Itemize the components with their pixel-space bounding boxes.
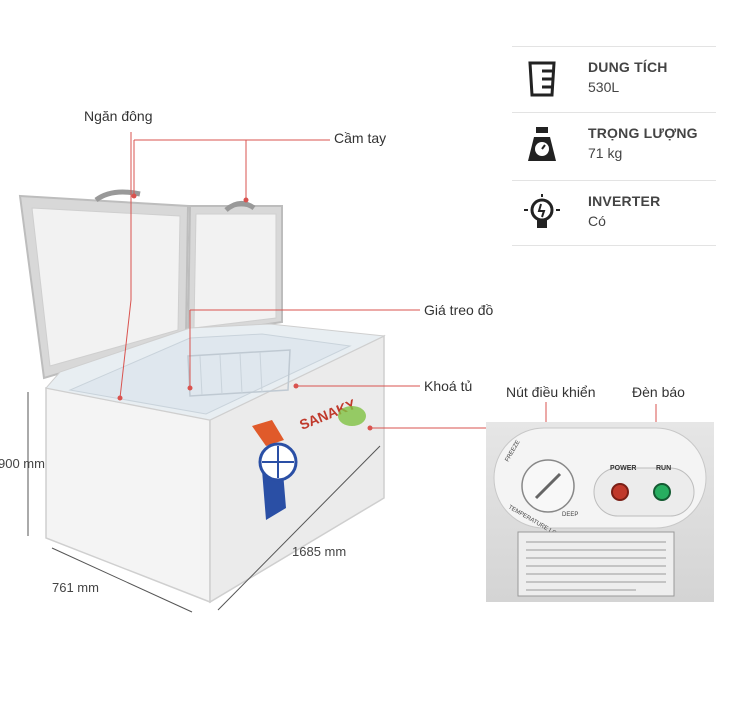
label-hanging-rack: Giá treo đồ xyxy=(424,302,494,318)
freezer-lid-left xyxy=(18,189,190,380)
control-panel: FREEZE TEMPERATURE LOW DEEP POWER RUN xyxy=(486,422,714,602)
knob-deep-text: DEEP xyxy=(562,512,578,518)
spec-weight-value: 71 kg xyxy=(588,145,623,161)
spec-inverter: INVERTER Có xyxy=(512,180,716,246)
callout-dots xyxy=(117,193,373,431)
label-freezer-compartment: Ngăn đông xyxy=(84,108,153,124)
spec-inverter-title: INVERTER xyxy=(588,193,661,209)
label-handle: Cầm tay xyxy=(334,130,387,146)
label-indicator-light: Đèn báo xyxy=(632,384,685,400)
lightbulb-icon xyxy=(524,194,560,228)
scale-icon xyxy=(528,127,556,161)
freezer-body xyxy=(45,323,386,604)
label-control-knob: Nút điều khiển xyxy=(506,384,596,400)
spec-capacity-value: 530L xyxy=(588,79,620,95)
power-led-icon xyxy=(611,483,629,501)
freezer-lid-right xyxy=(186,201,283,338)
run-label: RUN xyxy=(656,465,671,472)
control-panel-graphic: FREEZE TEMPERATURE LOW DEEP POWER RUN xyxy=(493,427,707,597)
callout-lines xyxy=(119,132,657,491)
spec-inverter-value: Có xyxy=(588,213,606,229)
label-lock: Khoá tủ xyxy=(424,378,473,394)
dimension-depth: 761 mm xyxy=(52,580,99,595)
power-label: POWER xyxy=(610,465,636,472)
measuring-cup-icon xyxy=(528,61,556,97)
dimension-lines xyxy=(27,392,381,613)
dimension-width: 1685 mm xyxy=(292,544,347,559)
spec-capacity: DUNG TÍCH 530L xyxy=(512,46,716,111)
dimension-height: 900 mm xyxy=(0,456,45,471)
spec-weight-title: TRỌNG LƯỢNG xyxy=(588,125,698,141)
run-led-icon xyxy=(653,483,671,501)
spec-capacity-title: DUNG TÍCH xyxy=(588,59,668,75)
spec-weight: TRỌNG LƯỢNG 71 kg xyxy=(512,112,716,177)
